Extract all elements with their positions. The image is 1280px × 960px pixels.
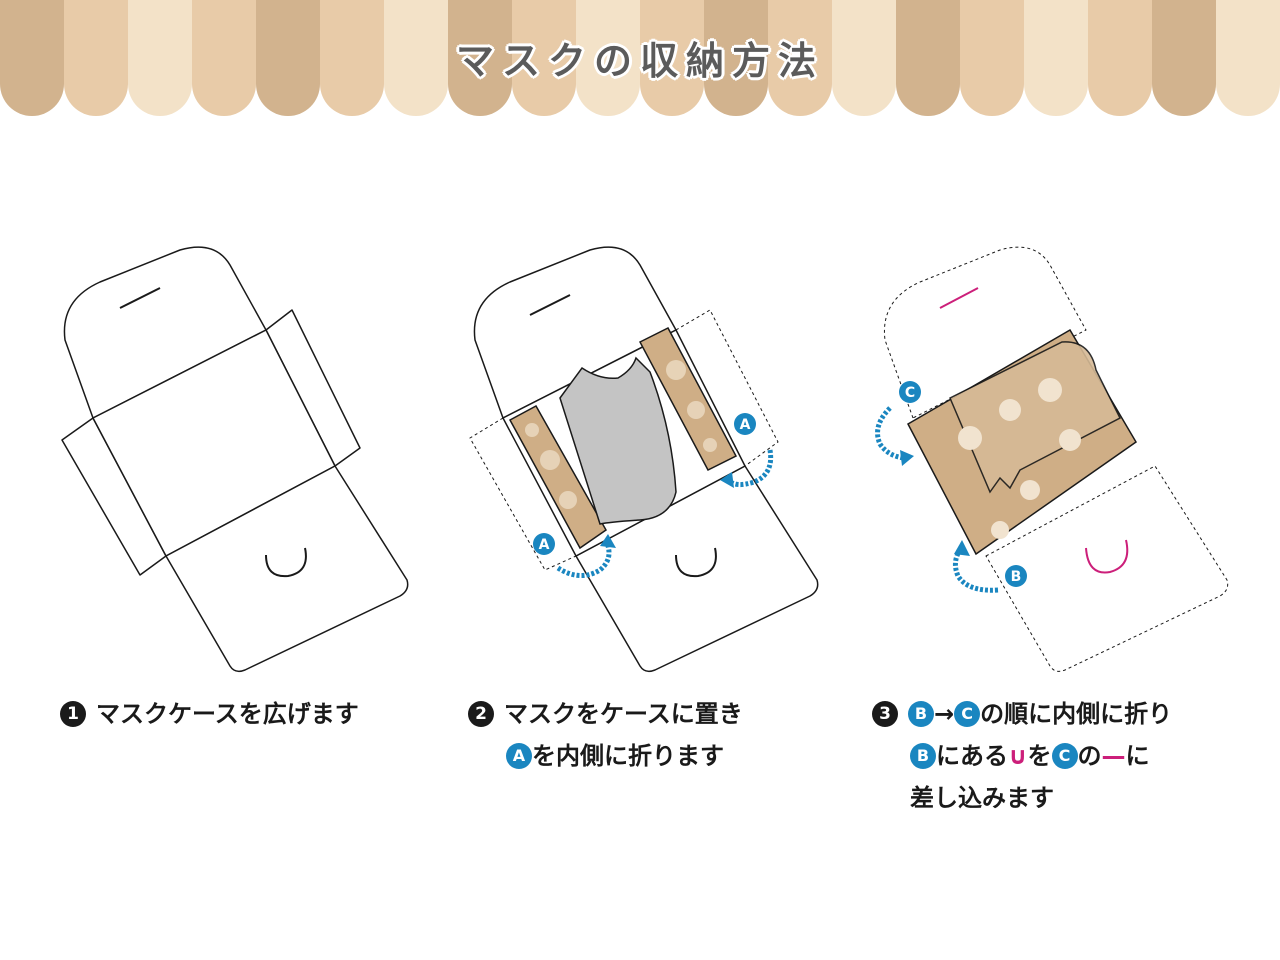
awning-stripe	[640, 0, 704, 116]
step-3-text-c: の	[1077, 742, 1102, 770]
awning-stripe	[320, 0, 384, 116]
awning-stripe	[0, 0, 64, 116]
awning-stripe	[192, 0, 256, 116]
badge-c: C	[954, 701, 981, 727]
top-flap-outline	[883, 246, 1087, 419]
step-3-text-b: を	[1027, 742, 1052, 770]
step-number-2: 2	[468, 701, 494, 727]
page-title: マスクの収納方法	[455, 39, 824, 83]
awning-stripe	[768, 0, 832, 116]
step-2-text-line-2: を内側に折ります	[532, 742, 724, 770]
u-tab	[675, 547, 717, 578]
badge-a-left: A	[533, 533, 555, 555]
u-symbol: ∪	[1008, 742, 1028, 770]
step-3-text-d: に	[1125, 742, 1150, 770]
badge-b: B	[910, 743, 936, 769]
awning-stripe	[960, 0, 1024, 116]
awning-stripe	[512, 0, 576, 116]
top-flap	[473, 246, 677, 419]
diagram-open-case	[61, 246, 409, 673]
fold-arrow-right	[726, 449, 774, 488]
badge-a-right: A	[734, 413, 756, 435]
badge-c: C	[1051, 743, 1078, 769]
awning-stripe	[832, 0, 896, 116]
badge-b: B	[1005, 565, 1027, 587]
badge-label: A	[539, 537, 550, 553]
awning-stripe	[1024, 0, 1088, 116]
awning-stripe	[896, 0, 960, 116]
bottom-flap	[575, 465, 819, 673]
badge-b: B	[908, 701, 934, 727]
step-3-text-line-3: 差し込みます	[910, 784, 1054, 812]
dashed-flap-outline-left	[469, 417, 577, 571]
awning-stripe	[64, 0, 128, 116]
step-3-text-a: にある	[936, 742, 1008, 770]
awning-stripe	[384, 0, 448, 116]
bottom-flap	[165, 465, 409, 673]
awning-stripe	[256, 0, 320, 116]
awning-stripe	[1152, 0, 1216, 116]
awning-stripe	[704, 0, 768, 116]
awning-stripe	[448, 0, 512, 116]
pattern-flap-right	[638, 327, 738, 471]
badge-label: A	[740, 417, 751, 433]
bottom-flap-outline	[985, 465, 1229, 672]
u-tab	[1085, 539, 1129, 574]
fold-arrow-b	[952, 548, 999, 593]
step-3-text-line-1: の順に内側に折り	[980, 700, 1173, 728]
awning-stripe	[576, 0, 640, 116]
u-tab	[265, 547, 307, 578]
top-flap	[63, 246, 267, 419]
arrow-glyph: →	[934, 700, 955, 728]
awning-stripe	[1088, 0, 1152, 116]
slit-line	[939, 287, 979, 309]
awning-stripe	[1216, 0, 1280, 116]
badge-label: C	[905, 385, 915, 401]
slit-line	[119, 287, 161, 309]
pattern-flap-left	[508, 404, 607, 550]
dash-symbol: —	[1101, 742, 1126, 770]
step-number-1: 1	[60, 701, 86, 727]
fold-arrow-c	[875, 406, 905, 461]
badge-label: B	[1011, 569, 1022, 585]
folded-flap-c	[949, 341, 1122, 494]
step-number-3: 3	[872, 701, 898, 727]
dashed-flap-outline-right	[675, 309, 779, 467]
step-1-text: マスクケースを広げます	[96, 700, 359, 728]
mask	[559, 356, 677, 525]
badge-a: A	[506, 743, 532, 769]
badge-c: C	[899, 381, 921, 403]
diagram-closing-case: C B	[875, 246, 1229, 672]
step-1-instruction: 1 マスクケースを広げます	[60, 693, 359, 735]
awning-header	[0, 0, 1280, 116]
step-2-text-line-1: マスクをケースに置き	[504, 700, 743, 728]
diagram-mask-placed: A A	[469, 246, 819, 673]
awning-stripe	[128, 0, 192, 116]
